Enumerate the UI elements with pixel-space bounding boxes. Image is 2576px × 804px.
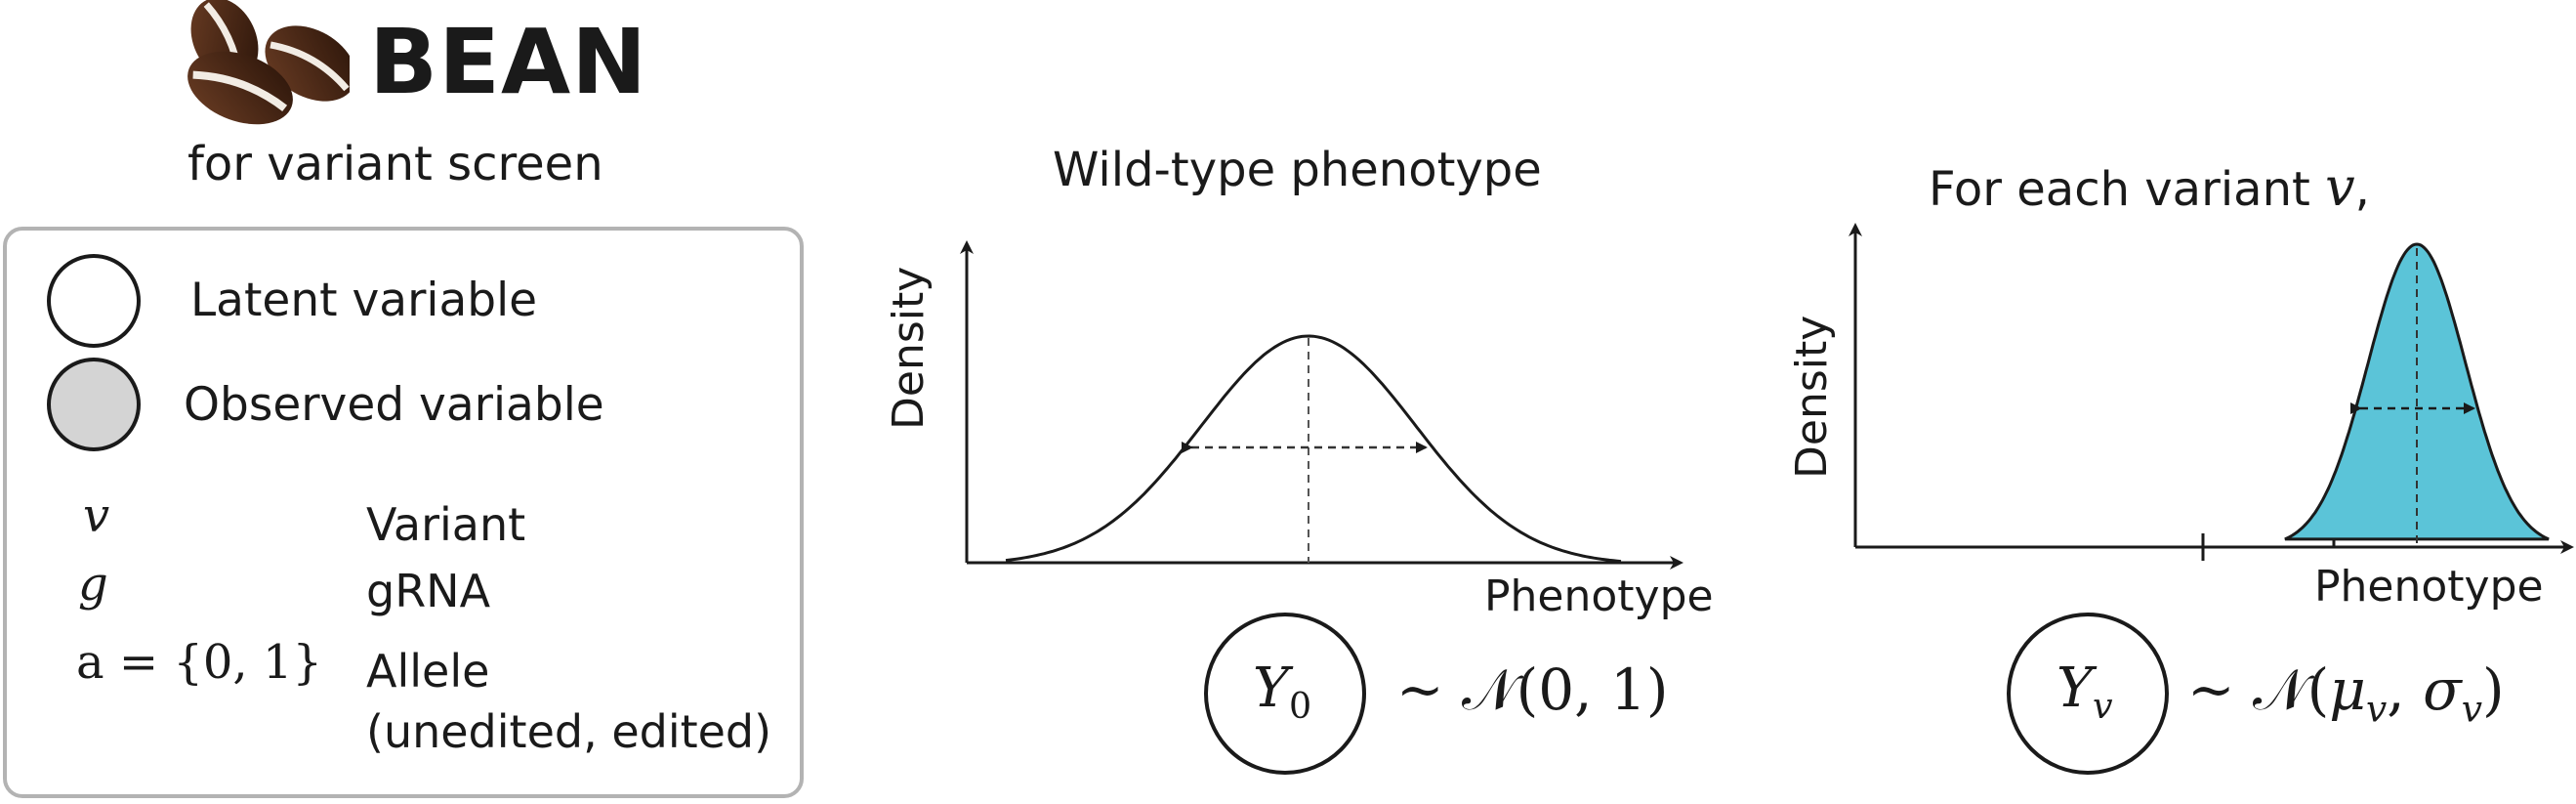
wildtype-node-symbol: Y0 (1253, 656, 1312, 728)
variant-x-label: Phenotype (2314, 562, 2544, 612)
wildtype-latent-node (1204, 613, 1366, 775)
brand-subtitle: for variant screen (187, 137, 603, 191)
observed-variable-circle (47, 358, 141, 451)
wildtype-density-curve (1005, 334, 1622, 564)
coffee-beans-icon (187, 0, 350, 125)
symbol-variant: v (83, 488, 110, 543)
wildtype-y-label: Density (884, 266, 934, 430)
desc-allele: Allele (366, 645, 490, 698)
desc-grna: gRNA (366, 565, 491, 617)
wildtype-x-label: Phenotype (1484, 571, 1714, 621)
wildtype-density-plot (960, 240, 1683, 570)
variant-density-plot (1849, 223, 2574, 561)
desc-allele-sub: (unedited, edited) (366, 705, 772, 758)
wildtype-title: Wild-type phenotype (1053, 143, 1542, 197)
variant-distribution: ~ 𝒩(μv, σv) (2187, 656, 2505, 731)
latent-variable-label: Latent variable (190, 274, 538, 327)
wildtype-distribution: ~ 𝒩(0, 1) (1396, 656, 1669, 723)
brand-name: BEAN (369, 10, 648, 114)
variant-node-symbol: Yv (2057, 656, 2113, 728)
variant-y-label: Density (1787, 315, 1837, 479)
legend-box (3, 227, 804, 798)
observed-variable-label: Observed variable (184, 378, 604, 432)
symbol-allele: a = {0, 1} (76, 635, 323, 690)
desc-variant: Variant (366, 498, 526, 551)
variant-latent-node (2007, 613, 2169, 775)
latent-variable-circle (47, 254, 141, 348)
variant-title: For each variant v, (1929, 156, 2370, 218)
symbol-grna: g (78, 557, 108, 612)
